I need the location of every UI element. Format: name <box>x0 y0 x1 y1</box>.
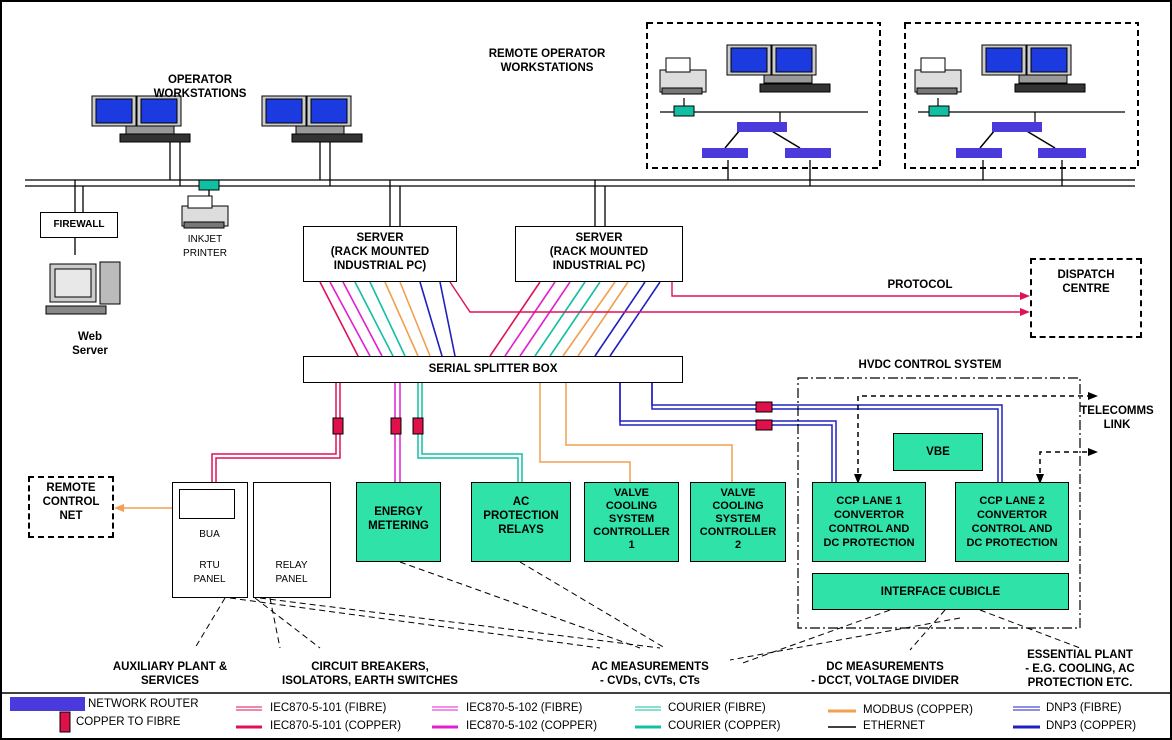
energy-label: ENERGY METERING <box>368 506 429 532</box>
printer-icon <box>181 195 229 229</box>
splitter-label: SERIAL SPLITTER BOX <box>428 363 558 375</box>
workstation-icon <box>91 95 191 143</box>
telecomms-label: TELECOMMS LINK <box>1080 405 1154 431</box>
operator-workstations-label: OPERATOR WORKSTATIONS <box>153 74 247 100</box>
workstation-icon <box>261 95 363 143</box>
legend-modbus: MODBUS (COPPER) <box>863 704 973 716</box>
legend-swatches <box>10 697 1040 733</box>
ccp-lane-2-box: CCP LANE 2 CONVERTOR CONTROL AND DC PROT… <box>955 482 1069 562</box>
legend-iec101-fibre: IEC870-5-101 (FIBRE) <box>270 702 387 714</box>
ac-measurements-label: AC MEASUREMENTS - CVDs, CVTs, CTs <box>591 661 709 687</box>
legend-iec102-fibre: IEC870-5-102 (FIBRE) <box>466 702 583 714</box>
legend-copper-fibre: COPPER TO FIBRE <box>76 716 181 728</box>
vbe-box: VBE <box>893 433 983 471</box>
valve-1-label: VALVE COOLING SYSTEM CONTROLLER 1 <box>593 487 670 551</box>
breakers-label: CIRCUIT BREAKERS, ISOLATORS, EARTH SWITC… <box>282 661 458 687</box>
remote-ws-box-2 <box>904 22 1139 169</box>
serial-splitter-box: SERIAL SPLITTER BOX <box>303 356 683 383</box>
legend-courier-copper: COURIER (COPPER) <box>668 720 781 732</box>
ccp-2-label: CCP LANE 2 CONVERTOR CONTROL AND DC PROT… <box>966 495 1058 549</box>
ac-protection-box: AC PROTECTION RELAYS <box>471 482 571 562</box>
valve-2-label: VALVE COOLING SYSTEM CONTROLLER 2 <box>699 487 777 551</box>
energy-metering-box: ENERGY METERING <box>356 482 441 562</box>
workstation-icon <box>726 44 831 93</box>
valve-cooling-1-box: VALVE COOLING SYSTEM CONTROLLER 1 <box>584 482 679 562</box>
ac-protection-label: AC PROTECTION RELAYS <box>483 496 559 536</box>
dc-measurements-label: DC MEASUREMENTS - DCCT, VOLTAGE DIVIDER <box>811 661 959 687</box>
workstation-icon <box>981 44 1086 93</box>
web-server-label: Web Server <box>72 331 108 357</box>
dispatch-centre-box: DISPATCH CENTRE <box>1030 258 1142 338</box>
firewall-label: FIREWALL <box>53 219 105 230</box>
legend-dnp3-copper: DNP3 (COPPER) <box>1046 720 1137 732</box>
essential-plant-label: ESSENTIAL PLANT - E.G. COOLING, AC PROTE… <box>1025 649 1135 689</box>
aux-plant-label: AUXILIARY PLANT & SERVICES <box>112 661 228 687</box>
firewall-box: FIREWALL <box>40 212 118 238</box>
legend-iec102-copper: IEC870-5-102 (COPPER) <box>466 720 598 732</box>
legend-courier-fibre: COURIER (FIBRE) <box>668 702 766 714</box>
rtu-label: RTU PANEL <box>193 560 226 585</box>
legend-ethernet: ETHERNET <box>863 720 925 732</box>
server-2-label: SERVER (RACK MOUNTED INDUSTRIAL PC) <box>549 232 649 272</box>
hvdc-label: HVDC CONTROL SYSTEM <box>858 359 1002 371</box>
relay-panel: RELAY PANEL <box>253 482 331 598</box>
inkjet-printer-label: INKJET PRINTER <box>183 234 227 259</box>
valve-cooling-2-box: VALVE COOLING SYSTEM CONTROLLER 2 <box>690 482 786 562</box>
interface-cubicle-box: INTERFACE CUBICLE <box>812 573 1069 610</box>
remote-ws-box-1 <box>646 22 881 169</box>
remote-operator-workstations-label: REMOTE OPERATOR WORKSTATIONS <box>488 48 606 74</box>
rtu-panel: BUA RTU PANEL <box>172 482 248 598</box>
ccp-1-label: CCP LANE 1 CONVERTOR CONTROL AND DC PROT… <box>823 495 915 549</box>
dispatch-centre-label: DISPATCH CENTRE <box>1057 269 1115 295</box>
server-2: SERVER (RACK MOUNTED INDUSTRIAL PC) <box>515 226 683 282</box>
remote-control-net-label: REMOTE CONTROL NET <box>42 482 100 522</box>
printer-icon <box>914 57 962 95</box>
vbe-label: VBE <box>926 446 950 458</box>
protocol-label: PROTOCOL <box>887 279 953 291</box>
legend-router: NETWORK ROUTER <box>88 698 199 710</box>
pc-icon <box>45 261 121 315</box>
legend-dnp3-fibre: DNP3 (FIBRE) <box>1046 702 1122 714</box>
legend-iec101-copper: IEC870-5-101 (COPPER) <box>270 720 402 732</box>
server-1: SERVER (RACK MOUNTED INDUSTRIAL PC) <box>303 226 457 282</box>
interface-label: INTERFACE CUBICLE <box>880 586 1001 598</box>
relay-label: RELAY PANEL <box>275 560 308 585</box>
ccp-lane-1-box: CCP LANE 1 CONVERTOR CONTROL AND DC PROT… <box>812 482 926 562</box>
bua-label: BUA <box>199 529 220 540</box>
printer-icon <box>659 57 707 95</box>
remote-control-net-box: REMOTE CONTROL NET <box>28 476 114 538</box>
bua-box <box>179 489 235 519</box>
server-1-label: SERVER (RACK MOUNTED INDUSTRIAL PC) <box>330 232 430 272</box>
